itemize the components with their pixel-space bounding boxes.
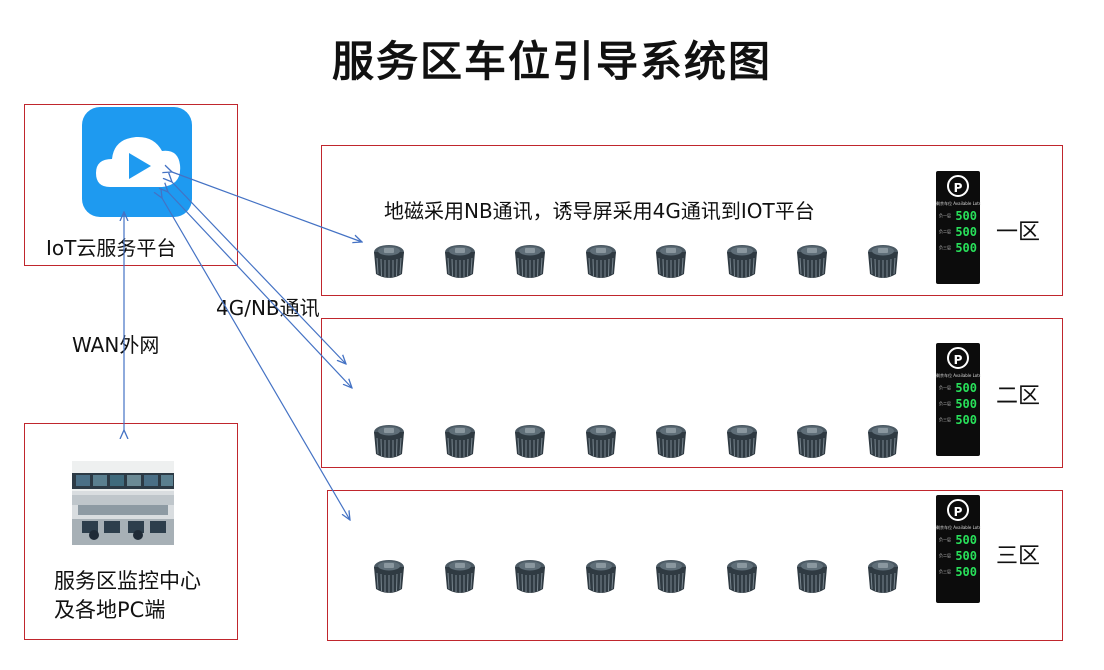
geomagnetic-sensor-icon [866, 559, 900, 597]
geomagnetic-sensor-icon [513, 559, 547, 597]
geomagnetic-sensor-icon [443, 424, 477, 462]
geomagnetic-sensor-icon [443, 244, 477, 282]
free-lots-value: 500 [955, 549, 977, 563]
arrow-cloud-zone2a [172, 182, 346, 364]
geomagnetic-sensor-icon [584, 559, 618, 597]
free-lots-value: 500 [955, 533, 977, 547]
geomagnetic-sensor-icon [866, 244, 900, 282]
floor-label: 负三层 [939, 245, 951, 250]
guide-screen-zone-1: P 剩余车位 Available Lots 负一层 500 负二层 500 负三层 5… [936, 171, 981, 284]
geomagnetic-sensor-icon [795, 559, 829, 597]
zone-3-frame [327, 490, 1063, 641]
guide-screen-header: 剩余车位 Available Lots [936, 373, 981, 378]
floor-label: 负一层 [939, 537, 951, 542]
geomagnetic-sensor-icon [725, 244, 759, 282]
free-lots-value: 500 [955, 413, 977, 427]
geomagnetic-sensor-icon [654, 559, 688, 597]
geomagnetic-sensor-icon [725, 424, 759, 462]
monitor-center-frame [24, 423, 238, 640]
zone-1-label: 一区 [996, 220, 1041, 245]
zone-3-label: 三区 [996, 544, 1041, 569]
monitor-center-label-line1: 服务区监控中心 [54, 569, 201, 593]
geomagnetic-sensor-icon [725, 559, 759, 597]
parking-p-icon: P [947, 347, 969, 369]
free-lots-value: 500 [955, 397, 977, 411]
wan-link-label: WAN外网 [72, 333, 160, 357]
geomagnetic-sensor-icon [513, 244, 547, 282]
geomagnetic-sensor-icon [866, 424, 900, 462]
arrow-cloud-zone1 [172, 172, 362, 242]
geomagnetic-sensor-icon [372, 424, 406, 462]
guide-screen-header: 剩余车位 Available Lots [936, 525, 981, 530]
geomagnetic-sensor-icon [443, 559, 477, 597]
geomagnetic-sensor-icon [372, 559, 406, 597]
free-lots-value: 500 [955, 225, 977, 239]
free-lots-value: 500 [955, 381, 977, 395]
arrow-cloud-zone3 [162, 198, 350, 520]
geomagnetic-sensor-icon [795, 424, 829, 462]
geomagnetic-sensor-icon [584, 244, 618, 282]
geomagnetic-sensor-icon [654, 244, 688, 282]
floor-label: 负二层 [939, 229, 951, 234]
floor-label: 负一层 [939, 213, 951, 218]
guide-screen-header: 剩余车位 Available Lots [936, 201, 981, 206]
floor-label: 负三层 [939, 417, 951, 422]
monitor-center-label-line2: 及各地PC端 [54, 598, 166, 622]
zone-note: 地磁采用NB通讯，诱导屏采用4G通讯到IOT平台 [384, 199, 815, 223]
arrow-cloud-zone2b [168, 192, 352, 388]
cloud-play-icon [82, 107, 192, 217]
free-lots-value: 500 [955, 565, 977, 579]
parking-p-icon: P [947, 175, 969, 197]
geomagnetic-sensor-icon [654, 424, 688, 462]
geomagnetic-sensor-icon [513, 424, 547, 462]
zone-2-label: 二区 [996, 384, 1041, 409]
diagram-title: 服务区车位引导系统图 [331, 37, 772, 86]
geomagnetic-sensor-icon [372, 244, 406, 282]
floor-label: 负二层 [939, 401, 951, 406]
free-lots-value: 500 [955, 241, 977, 255]
guide-screen-zone-2: P 剩余车位 Available Lots 负一层 500 负二层 500 负三层 5… [936, 343, 981, 456]
parking-p-icon: P [947, 499, 969, 521]
guide-screen-zone-3: P 剩余车位 Available Lots 负一层 500 负二层 500 负三层 5… [936, 495, 981, 603]
floor-label: 负二层 [939, 553, 951, 558]
floor-label: 负三层 [939, 569, 951, 574]
geomagnetic-sensor-icon [584, 424, 618, 462]
free-lots-value: 500 [955, 209, 977, 223]
geomagnetic-sensor-icon [795, 244, 829, 282]
floor-label: 负一层 [939, 385, 951, 390]
